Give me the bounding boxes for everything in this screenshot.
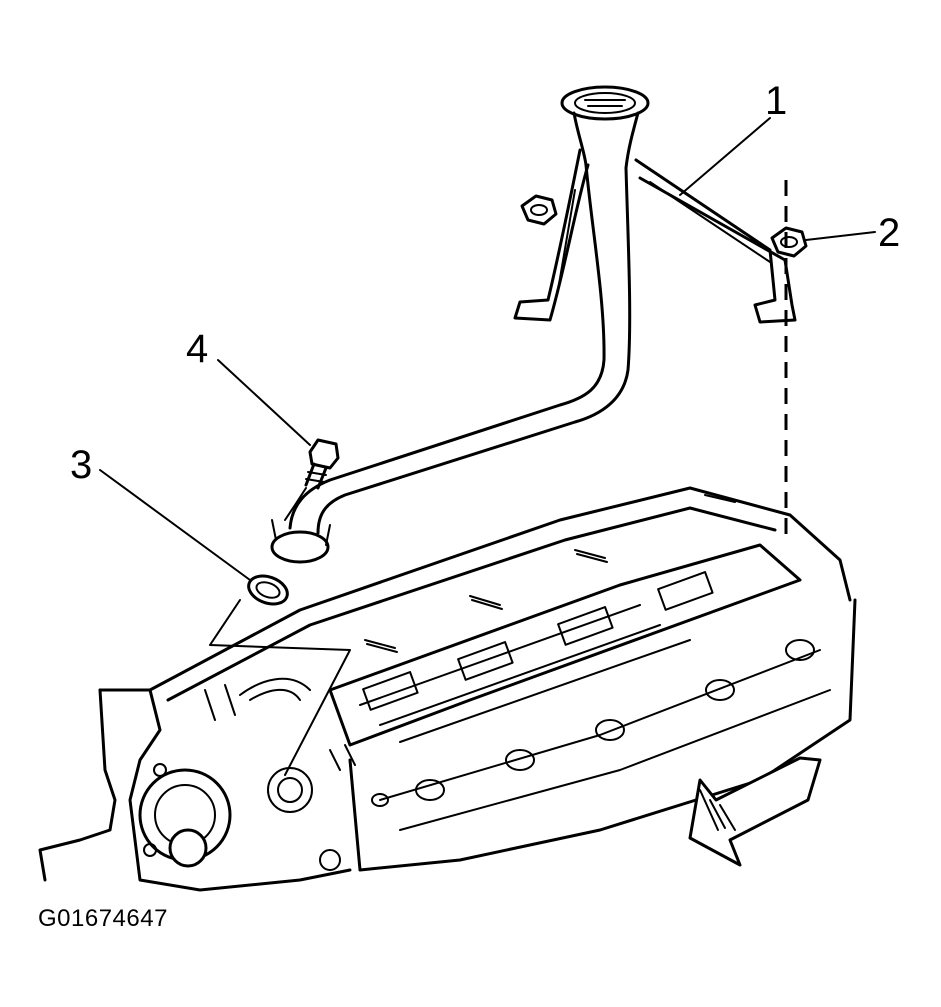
stud-nut (520, 194, 558, 226)
callout-3: 3 (70, 443, 92, 487)
leader-lines (99, 117, 876, 581)
callout-2: 2 (878, 211, 900, 255)
leader-v (209, 599, 351, 776)
figure-id: G01674647 (38, 905, 168, 932)
bolt-part-4 (284, 438, 340, 521)
oil-fill-tube (270, 85, 797, 564)
o-ring-part-3 (247, 574, 289, 606)
engine-cylinder-head (38, 486, 857, 892)
nut-part-2 (770, 226, 808, 258)
callout-1: 1 (765, 79, 787, 123)
callout-4: 4 (186, 327, 208, 371)
direction-arrow-icon (688, 756, 822, 867)
